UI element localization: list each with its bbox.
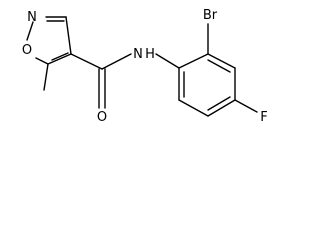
atom-label-o-ring: O <box>22 43 32 58</box>
bond-ar5-ar6 <box>178 99 209 117</box>
bond-c5-methyl <box>43 63 49 91</box>
atom-label-f: F <box>260 110 267 125</box>
bond-ar4-ar5 <box>207 99 236 117</box>
atom-label-n-ring: N <box>27 10 37 25</box>
atom-label-br: Br <box>203 8 218 23</box>
bond-carbonyl-n <box>101 53 132 70</box>
chemical-structure: N O N H O Br F <box>22 8 268 125</box>
bond-ar1-ar2 <box>178 53 209 69</box>
structure-canvas: N O N H O Br F <box>22 8 268 125</box>
bond-c4-c3 <box>65 16 72 55</box>
bond-ar2-ar3 <box>207 53 236 69</box>
bond-ar4-f <box>234 99 258 113</box>
bond-c5-c4-inner <box>51 52 69 61</box>
atom-label-o-carbonyl: O <box>97 110 107 125</box>
bond-o-c5 <box>35 57 49 65</box>
atom-label-n-amide: N <box>133 47 143 62</box>
bond-c4-carbonyl <box>70 53 103 70</box>
bond-c5-c4 <box>47 53 72 65</box>
atom-label-h-amide: H <box>145 47 155 62</box>
bond-n-aryl <box>155 53 180 69</box>
bond-n-o <box>26 21 34 41</box>
bond-ar4-ar5-inner <box>207 96 231 111</box>
bond-ar2-ar3-inner <box>207 59 231 73</box>
